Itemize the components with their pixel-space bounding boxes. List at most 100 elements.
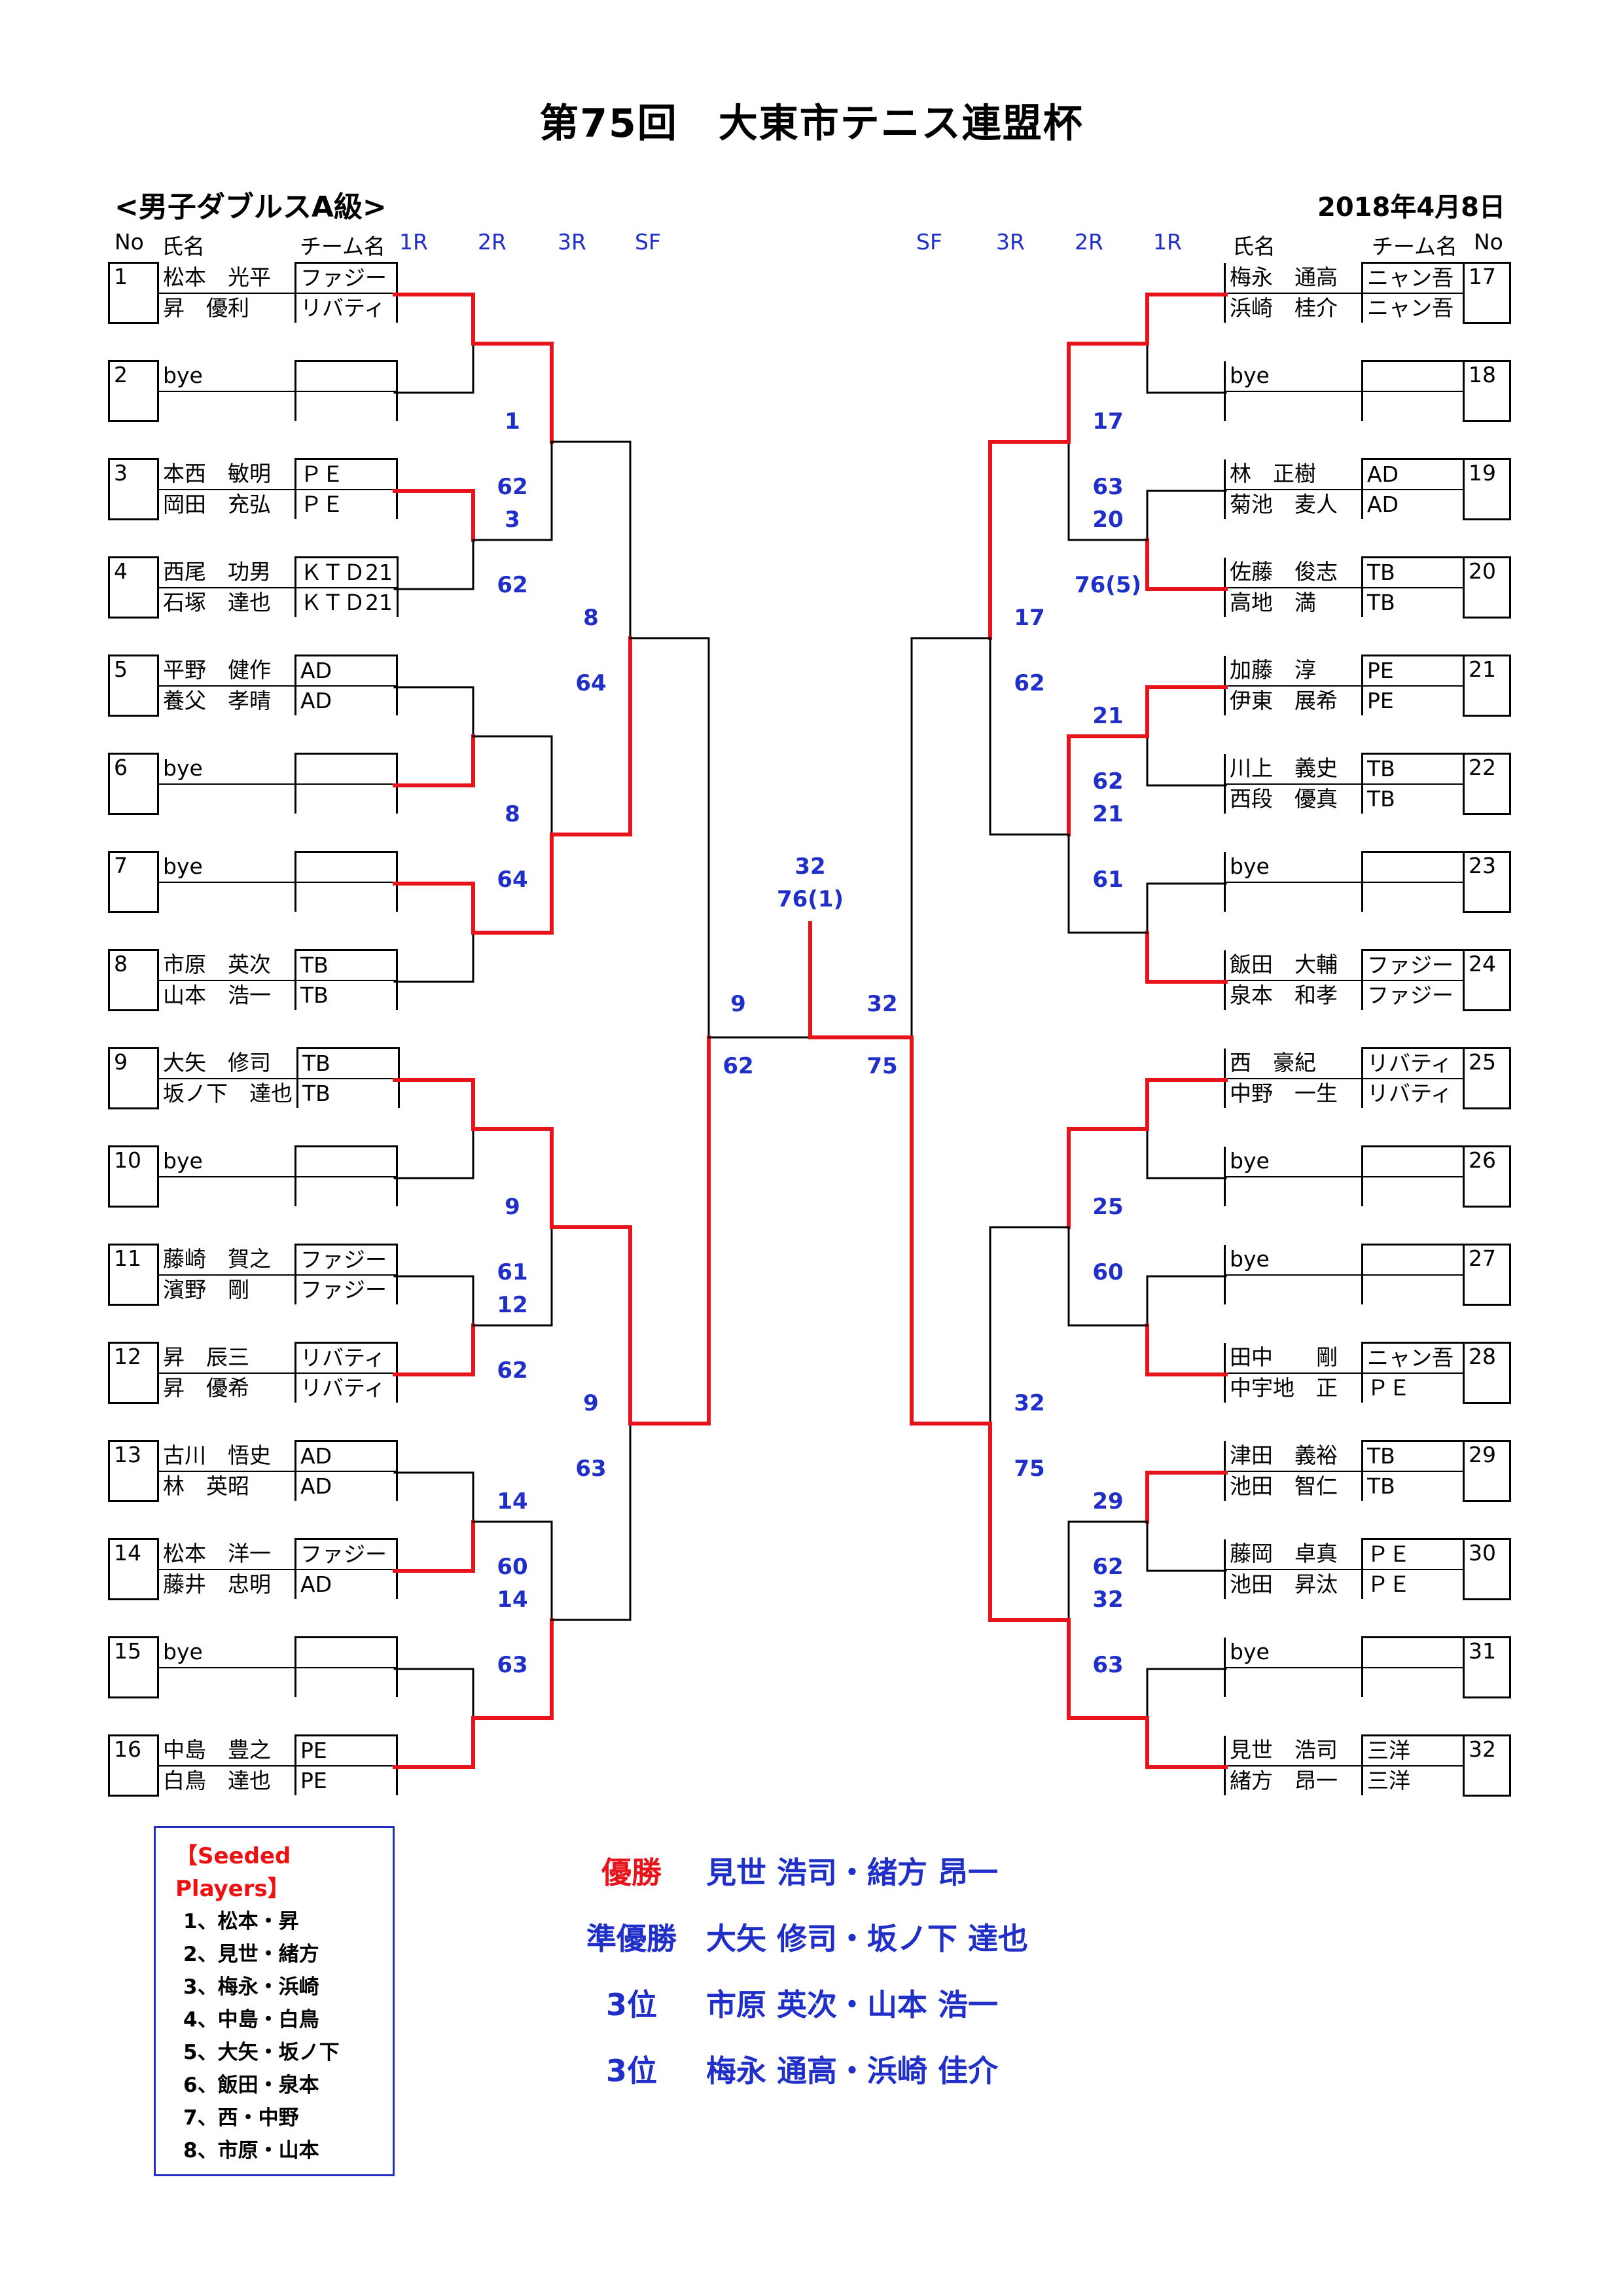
team-name: ニャン吾	[1361, 293, 1465, 323]
player-name: 石塚 達也	[157, 587, 296, 617]
player-name: bye	[157, 753, 296, 785]
team-name: リバティ	[1361, 1078, 1465, 1108]
player-name: bye	[157, 361, 296, 392]
team-name: TB	[296, 1047, 400, 1079]
r1-score-label: 76(5)	[1075, 572, 1141, 598]
entry-number: 29	[1463, 1440, 1511, 1502]
team-name: AD	[294, 685, 398, 715]
player-name: 西 豪紀	[1224, 1048, 1363, 1079]
r3-score-label: 75	[1014, 1456, 1044, 1482]
entry-number: 27	[1463, 1244, 1511, 1306]
r2-winner-label: 21	[1092, 801, 1123, 827]
player-name: 養父 孝晴	[157, 685, 296, 715]
team-name	[294, 391, 398, 421]
team-name: ニャン吾	[1361, 262, 1465, 294]
player-name: 田中 剛	[1224, 1342, 1363, 1374]
team-name	[1361, 1636, 1465, 1668]
player-name	[157, 1176, 296, 1206]
team-name: AD	[294, 1471, 398, 1501]
entry-number: 22	[1463, 753, 1511, 815]
r3-score-label: 62	[1014, 670, 1044, 696]
r1-score-label: 60	[497, 1554, 527, 1580]
entry-number: 31	[1463, 1636, 1511, 1698]
seed-item: 7、西・中野	[183, 2106, 299, 2130]
player-name: 飯田 大輔	[1224, 950, 1363, 981]
team-name: ファジー	[1361, 980, 1465, 1010]
player-name: 林 正樹	[1224, 459, 1363, 490]
player-name: 津田 義裕	[1224, 1441, 1363, 1472]
result-label: 優勝	[601, 1855, 662, 1890]
entry-number: 13	[108, 1440, 159, 1502]
result-label: 3位	[605, 1987, 657, 2022]
player-name: 緒方 昂一	[1224, 1765, 1363, 1795]
team-name	[1361, 1244, 1465, 1276]
entry-number: 11	[108, 1244, 159, 1306]
entry-number: 24	[1463, 949, 1511, 1011]
team-name: TB	[1361, 753, 1465, 785]
entry-number: 5	[108, 655, 159, 717]
entry-number: 14	[108, 1538, 159, 1600]
player-name	[1224, 391, 1363, 421]
entry-number: 3	[108, 458, 159, 520]
r2-score-label: 60	[1092, 1259, 1123, 1285]
seed-item: 6、飯田・泉本	[183, 2073, 319, 2097]
r2-score-label: 62	[497, 474, 527, 500]
r2-score-label: 63	[1092, 1652, 1123, 1678]
result-names: 大矢 修司・坂ノ下 達也	[706, 1921, 1029, 1956]
team-name: PE	[294, 1734, 398, 1767]
r2-score-label: 64	[497, 867, 527, 893]
team-name	[1361, 1145, 1465, 1177]
entry-number: 19	[1463, 458, 1511, 520]
header-name-left: 氏名	[162, 234, 205, 259]
player-name: bye	[1224, 1146, 1363, 1177]
player-name: 浜崎 桂介	[1224, 293, 1363, 323]
event-date: 2018年4月8日	[1317, 192, 1505, 223]
seed-item: 3、梅永・浜崎	[183, 1975, 319, 1999]
player-name: 泉本 和孝	[1224, 980, 1363, 1010]
entry-number: 32	[1463, 1734, 1511, 1797]
result-row: 優勝見世 浩司・緒方 昂一	[566, 1849, 998, 1892]
header-3r-left: 3R	[558, 229, 586, 255]
team-name: TB	[294, 980, 398, 1010]
player-name: 藤岡 卓真	[1224, 1539, 1363, 1570]
entry-number: 2	[108, 360, 159, 422]
r3-winner-label: 8	[583, 605, 599, 631]
player-name: 西尾 功男	[157, 557, 296, 588]
r2-score-label: 61	[1092, 867, 1123, 893]
player-name: 大矢 修司	[157, 1048, 298, 1079]
player-name	[157, 882, 296, 912]
entry-number: 6	[108, 753, 159, 815]
team-name: ニャン吾	[1361, 1342, 1465, 1374]
player-name: 林 英昭	[157, 1471, 296, 1501]
team-name: AD	[294, 655, 398, 687]
player-name: 佐藤 俊志	[1224, 557, 1363, 588]
header-no-left: No	[115, 229, 144, 255]
r2-winner-label: 17	[1092, 408, 1123, 435]
result-row: 3位梅永 通高・浜崎 佳介	[566, 2047, 998, 2090]
team-name	[294, 1145, 398, 1177]
team-name	[294, 851, 398, 883]
header-no-right: No	[1474, 229, 1503, 255]
seed-item: 4、中島・白鳥	[183, 2008, 319, 2032]
entry-number: 30	[1463, 1538, 1511, 1600]
team-name	[294, 360, 398, 392]
team-name	[1361, 851, 1465, 883]
team-name: リバティ	[294, 293, 398, 323]
team-name: AD	[294, 1569, 398, 1599]
team-name: TB	[1361, 783, 1465, 814]
entry-number: 20	[1463, 556, 1511, 619]
result-label: 準優勝	[586, 1921, 677, 1956]
section-title: <男子ダブルスA級>	[115, 190, 387, 224]
r2-winner-label: 32	[1092, 1587, 1123, 1613]
r2-score-label: 61	[497, 1259, 527, 1285]
